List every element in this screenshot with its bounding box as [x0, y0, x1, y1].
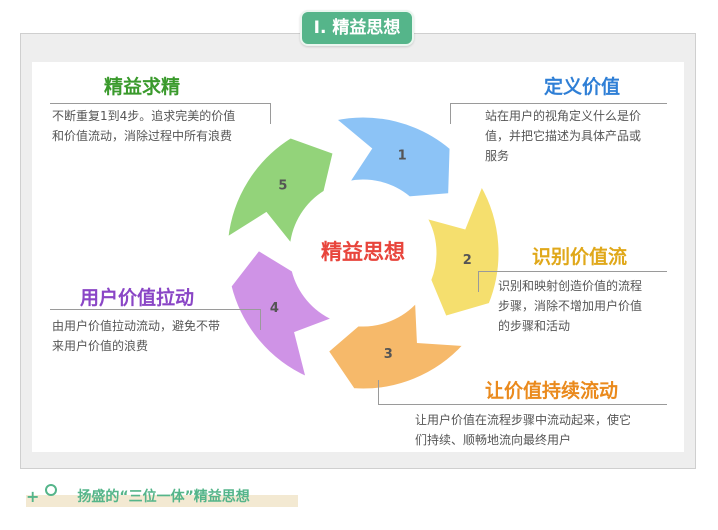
section-title-flow: 让价值持续流动: [485, 380, 619, 402]
desc-identify-stream: 识别和映射创造价值的流程 步骤，消除不增加用户价值 的步骤和活动: [498, 279, 643, 333]
bracket-define-value: [450, 103, 667, 124]
desc-pull: 由用户价值拉动流动，避免不带 来用户价值的浪费: [52, 319, 221, 353]
bracket-pull: [50, 309, 261, 330]
cycle-step-number-3: 3: [384, 347, 393, 362]
cycle-step-number-4: 4: [270, 301, 279, 316]
header-title-badge: I. 精益思想: [300, 10, 414, 46]
caption-highlight: [26, 495, 298, 507]
desc-define-value: 站在用户的视角定义什么是价 值，并把它描述为具体产品或 服务: [485, 109, 642, 163]
bracket-identify-stream: [478, 271, 667, 292]
circle-icon: [45, 484, 58, 496]
cycle-step-2: [422, 181, 502, 320]
section-title-perfection: 精益求精: [104, 76, 181, 98]
center-label: 精益思想: [321, 240, 405, 264]
cycle-step-5: [224, 135, 336, 250]
bracket-flow: [378, 380, 667, 405]
caption-text: 扬盛的“三位一体”精益思想: [77, 489, 250, 505]
center-circle: [303, 193, 423, 313]
bottom-caption: + 扬盛的“三位一体”精益思想: [26, 484, 298, 508]
cycle-step-number-1: 1: [398, 149, 407, 164]
plus-icon: +: [26, 486, 40, 506]
bracket-perfection: [50, 103, 271, 124]
cycle-step-3: [325, 297, 468, 392]
section-title-pull: 用户价值拉动: [80, 287, 195, 309]
cycle-step-number-5: 5: [278, 178, 287, 193]
desc-flow: 让用户价值在流程步骤中流动起来，使它 们持续、顺畅地流向最终用户: [415, 413, 632, 447]
section-title-define-value: 定义价值: [544, 76, 621, 98]
section-title-identify-stream: 识别价值流: [532, 246, 628, 268]
desc-perfection: 不断重复1到4步。追求完美的价值 和价值流动，消除过程中所有浪费: [52, 109, 236, 143]
cycle-step-4: [228, 247, 338, 381]
cycle-step-number-2: 2: [463, 253, 472, 268]
cycle-step-1: [331, 114, 453, 200]
